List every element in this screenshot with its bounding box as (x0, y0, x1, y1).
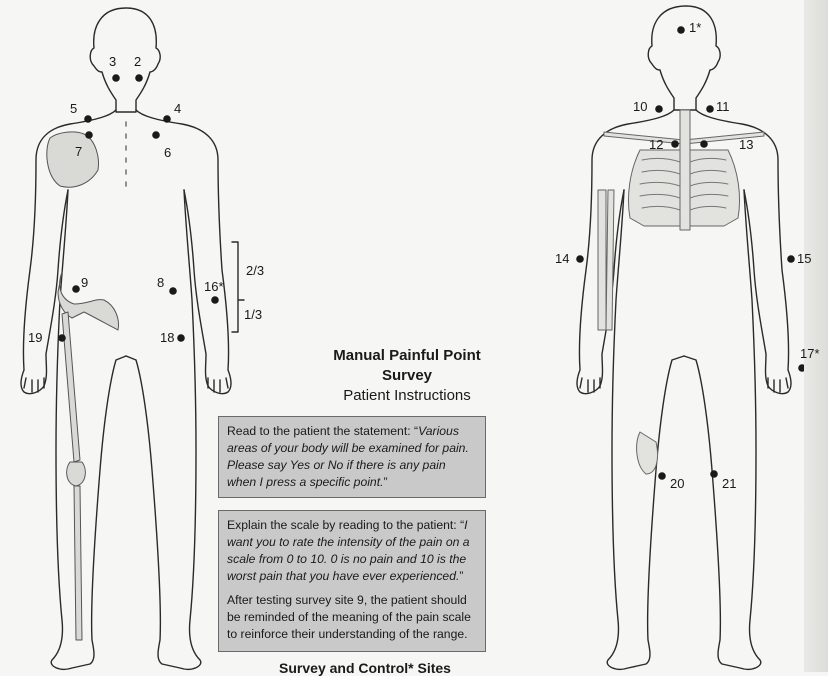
point-label-9: 9 (81, 276, 88, 290)
back-view-figure (21, 8, 231, 669)
point-marker-3 (112, 74, 120, 82)
point-label-19: 19 (28, 331, 42, 345)
ratio-label-lower: 1/3 (244, 308, 262, 322)
point-label-6: 6 (164, 146, 171, 160)
point-label-4: 4 (174, 102, 181, 116)
point-marker-16 (211, 296, 219, 304)
survey-subtitle: Patient Instructions (292, 387, 522, 404)
survey-title: Manual Painful Point (292, 347, 522, 364)
point-label-12: 12 (649, 138, 663, 152)
instruction-box-statement: Read to the patient the statement: “Vari… (218, 416, 486, 498)
point-label-14: 14 (555, 252, 569, 266)
footer-caption: Survey and Control* Sites (250, 660, 480, 676)
point-marker-21 (710, 470, 718, 478)
instruction-box-scale: Explain the scale by reading to the pati… (218, 510, 486, 652)
statement-lead: Read to the patient the statement: “ (227, 424, 418, 438)
point-label-7: 7 (75, 145, 82, 159)
point-label-8: 8 (157, 276, 164, 290)
scale-lead: Explain the scale by reading to the pati… (227, 518, 464, 532)
point-label-1: 1* (689, 21, 701, 35)
point-marker-7 (85, 131, 93, 139)
point-label-20: 20 (670, 477, 684, 491)
point-label-5: 5 (70, 102, 77, 116)
point-marker-6 (152, 131, 160, 139)
point-label-15: 15 (797, 252, 811, 266)
ratio-label-upper: 2/3 (246, 264, 264, 278)
point-label-11: 11 (716, 100, 730, 114)
point-label-16: 16* (204, 280, 224, 294)
front-view-figure (577, 6, 791, 669)
point-marker-1 (677, 26, 685, 34)
point-marker-14 (576, 255, 584, 263)
point-marker-8 (169, 287, 177, 295)
point-label-18: 18 (160, 331, 174, 345)
point-marker-20 (658, 472, 666, 480)
point-marker-9 (72, 285, 80, 293)
survey-title-line2: Survey (292, 367, 522, 384)
point-label-13: 13 (739, 138, 753, 152)
point-marker-11 (706, 105, 714, 113)
point-marker-4 (163, 115, 171, 123)
statement-tail: ” (384, 475, 388, 489)
point-marker-13 (700, 140, 708, 148)
point-marker-18 (177, 334, 185, 342)
point-marker-12 (671, 140, 679, 148)
point-label-17: 17* (800, 347, 820, 361)
point-marker-15 (787, 255, 795, 263)
point-label-10: 10 (633, 100, 647, 114)
point-label-2: 2 (134, 55, 141, 69)
point-marker-2 (135, 74, 143, 82)
point-marker-10 (655, 105, 663, 113)
page-edge-shadow (804, 0, 828, 672)
point-label-3: 3 (109, 55, 116, 69)
scale-reminder: After testing survey site 9, the patient… (227, 592, 477, 643)
front-view-bones (598, 110, 764, 474)
scale-tail: ” (459, 569, 463, 583)
point-label-21: 21 (722, 477, 736, 491)
point-marker-5 (84, 115, 92, 123)
bracket (232, 242, 244, 332)
point-marker-19 (58, 334, 66, 342)
